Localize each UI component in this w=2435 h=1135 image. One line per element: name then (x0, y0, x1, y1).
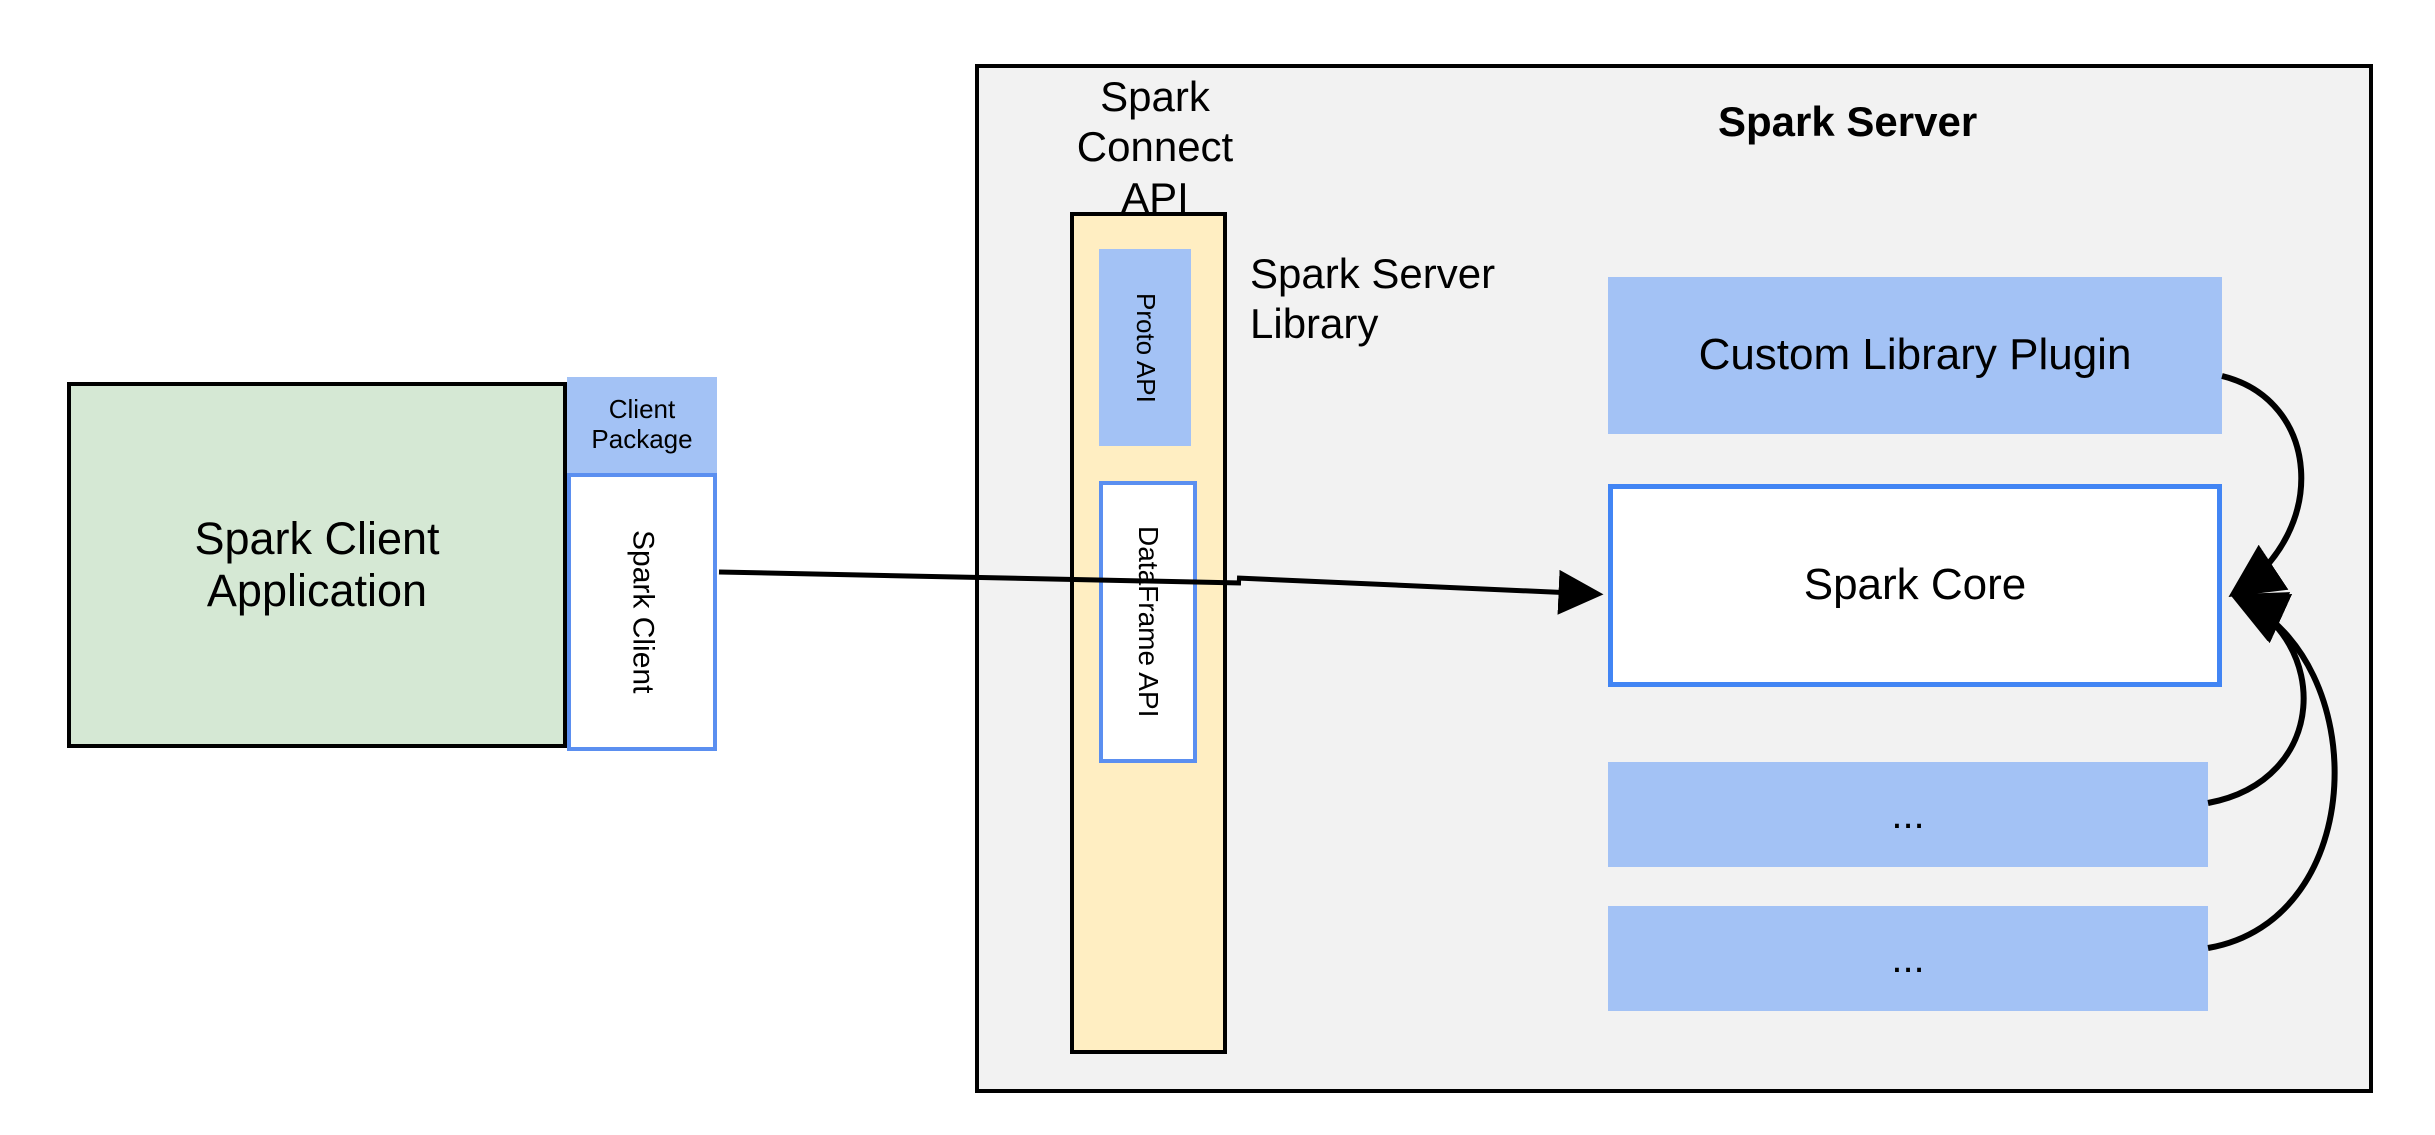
proto-api-box[interactable]: Proto API (1099, 249, 1191, 446)
ellipsis-box-1[interactable]: ... (1608, 762, 2208, 867)
proto-api-label: Proto API (1130, 292, 1161, 403)
dataframe-api-box[interactable]: DataFrame API (1099, 481, 1197, 763)
spark-core-box[interactable]: Spark Core (1608, 484, 2222, 687)
custom-library-plugin-box[interactable]: Custom Library Plugin (1608, 277, 2222, 434)
spark-client-box[interactable]: Spark Client (567, 473, 717, 751)
spark-connect-api-label: Spark Connect API (1076, 73, 1234, 221)
client-package-label: Client Package (591, 394, 693, 454)
spark-server-title: Spark Server (1718, 98, 1978, 145)
client-package-box[interactable]: Client Package (567, 377, 717, 473)
spark-server-library-label: Spark Server Library (1250, 250, 1496, 348)
custom-library-plugin-label: Custom Library Plugin (1698, 330, 2132, 380)
ellipsis-1-label: ... (1891, 792, 1925, 837)
spark-core-label: Spark Core (1803, 560, 2027, 610)
spark-client-application-label: Spark Client Application (194, 513, 440, 616)
ellipsis-box-2[interactable]: ... (1608, 906, 2208, 1011)
spark-client-application-box[interactable]: Spark Client Application (67, 382, 567, 748)
spark-client-label: Spark Client (626, 530, 660, 694)
ellipsis-2-label: ... (1891, 936, 1925, 981)
dataframe-api-label: DataFrame API (1133, 526, 1165, 718)
